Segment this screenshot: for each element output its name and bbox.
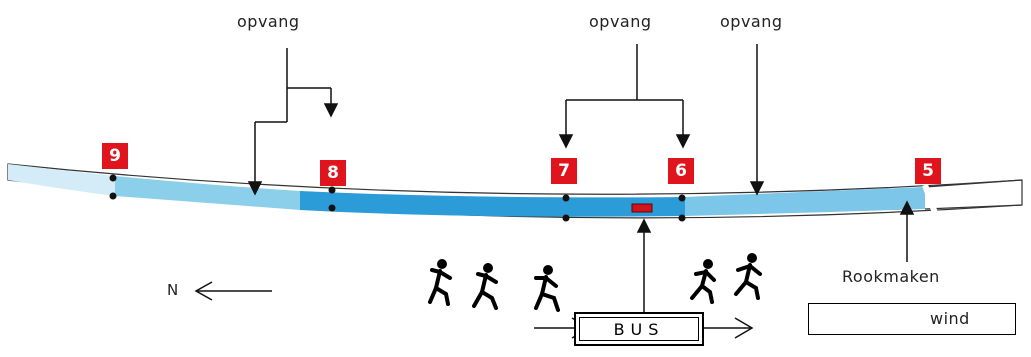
vehicle-marker (631, 203, 653, 213)
location-marker-9: 9 (102, 143, 128, 169)
running-people (428, 253, 762, 312)
north-arrow (194, 281, 272, 301)
bus-label: BUS (579, 317, 699, 341)
location-marker-6: 6 (668, 158, 694, 184)
location-marker-7: 7 (551, 158, 577, 184)
rookmaken-label: Rookmaken (842, 267, 940, 286)
wind-box (808, 303, 1016, 335)
north-label: N (167, 281, 179, 299)
location-marker-5: 5 (915, 158, 941, 184)
runner-icon (534, 265, 560, 312)
runner-icon (690, 259, 716, 304)
opvang-arrows (247, 44, 915, 318)
opvang-label-left: opvang (237, 12, 300, 31)
runner-icon (734, 253, 762, 300)
runner-icon (428, 259, 452, 306)
wind-label: wind (930, 309, 970, 328)
road-segment-light (8, 164, 115, 196)
location-marker-8: 8 (320, 160, 346, 186)
opvang-label-center: opvang (589, 12, 652, 31)
opvang-label-right: opvang (720, 12, 783, 31)
road-segment-dark (300, 191, 685, 217)
bus-box: BUS (574, 312, 704, 346)
road-segment-mid-right (685, 187, 925, 216)
road-segment-mid-left (115, 176, 300, 210)
road (7, 163, 1023, 222)
runner-icon (472, 263, 498, 310)
